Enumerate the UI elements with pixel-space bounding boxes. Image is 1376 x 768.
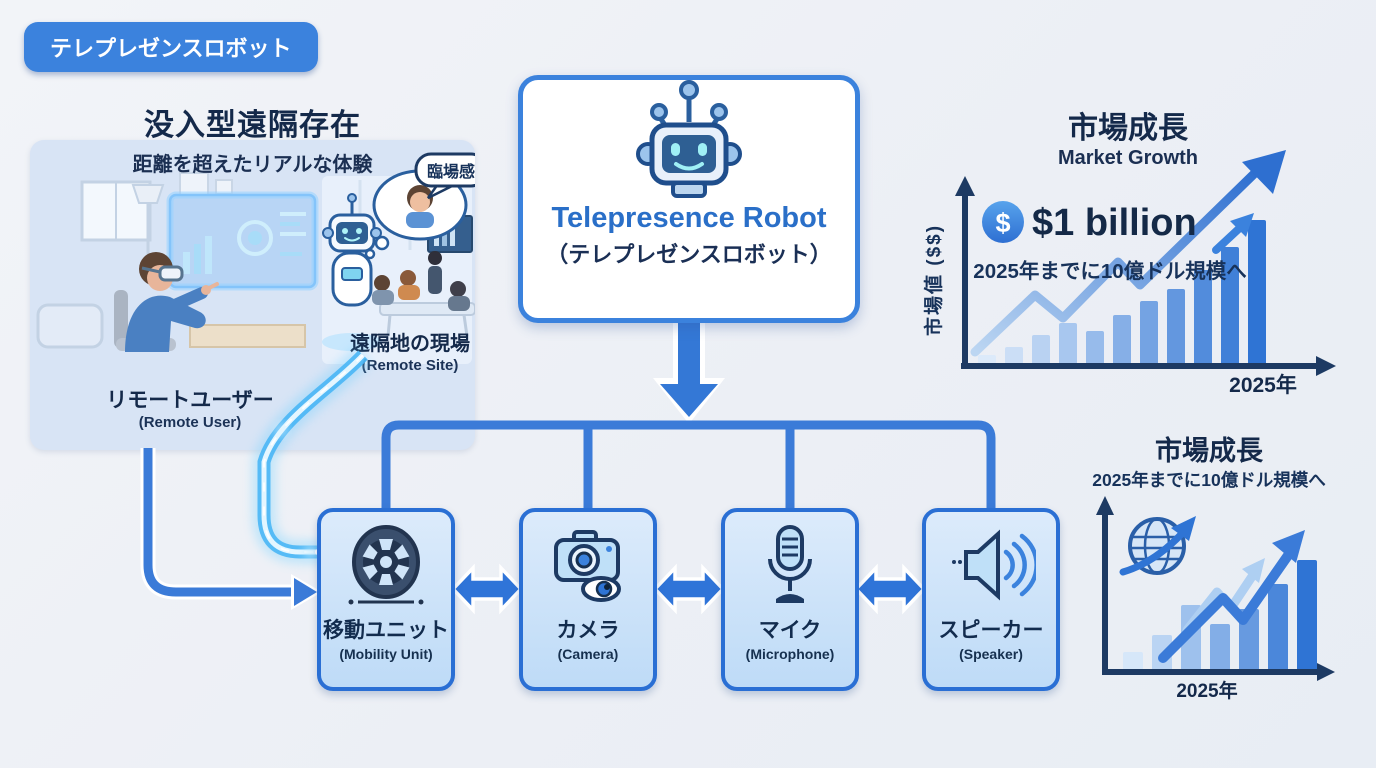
sofa-icon [36,303,104,349]
speech-bubble-text: 臨場感 [427,162,475,181]
bar [1210,624,1230,672]
bar [1194,270,1212,365]
living-room [36,172,306,349]
annotation-value: $1 billion [1032,202,1197,244]
bar [1297,560,1317,672]
chart-subtitle: 2025年までに10億ドル規模へ [1092,470,1326,490]
center-title-en: Telepresence Robot [551,202,827,234]
dollar-coin-icon [982,201,1024,243]
x-axis-label: 2025年 [1229,373,1297,397]
speaker-icon [946,518,1036,614]
microphone-icon [748,518,832,614]
market-growth-chart-bottom: 市場成長 2025年までに10億ドル規模へ 2025年 [1092,435,1335,702]
center-title-ja: （テレプレゼンスロボット） [546,242,832,267]
bar [1248,220,1266,365]
component-box-mobility: 移動ユニット (Mobility Unit) [317,508,455,691]
trend-arrow [970,150,1286,357]
remote-user-figure [114,252,219,352]
immersive-panel: 臨場感 距離を超えたリアルな体験 遠隔地の現場 (Remote Site) リモ… [30,140,475,450]
bar [1123,652,1143,672]
remote-site-label: 遠隔地の現場 (Remote Site) [350,333,470,374]
center-down-arrow [653,320,725,424]
bar [1086,331,1104,365]
growth-arrows [1119,516,1305,663]
immersive-section-title: 没入型遠隔存在 [144,109,361,142]
thought-bubble [364,169,468,260]
double-arrow-icon [450,563,524,615]
bar [1005,347,1023,365]
immersive-subtitle: 距離を超えたリアルな体験 [132,154,373,176]
bar [1140,301,1158,365]
svg-text:$: $ [995,208,1010,238]
camera-icon [546,518,630,614]
bar [1059,323,1077,365]
annotation-1-billion: $ $1 billion 2025年までに10億ドル規模へ [973,201,1254,283]
chart-title: 市場成長 [1155,435,1264,466]
axes [1096,496,1335,681]
bar [1221,247,1239,365]
x-axis-label: 2025年 [1176,679,1237,702]
component-box-speaker: スピーカー (Speaker) [922,508,1060,691]
wheel-icon [344,518,428,614]
component-bus-line [381,420,996,512]
y-axis-label: 市場値 ($$) [922,224,945,336]
title-badge: テレプレゼンスロボット [24,22,318,72]
axes [955,176,1336,376]
robot-icon [636,80,742,198]
component-box-microphone: マイク (Microphone) [721,508,859,691]
bar [1113,315,1131,365]
bar [1167,289,1185,365]
user-to-mobility-arrow [140,448,322,610]
telepresence-robot-box: Telepresence Robot （テレプレゼンスロボット） [518,75,860,323]
double-arrow-icon [853,563,927,615]
chart-title: 市場成長 [1068,111,1189,145]
holographic-screen [166,191,319,291]
immersive-illustration: 臨場感 [36,152,475,364]
market-growth-chart-top: 市場成長 Market Growth 市場値 ($$) $ $1 billion… [922,111,1336,397]
annotation-sub: 2025年までに10億ドル規模へ [973,259,1247,283]
bar-series [978,220,1266,365]
bar [1268,584,1288,672]
speech-bubble: 臨場感 [414,152,475,200]
bar [978,355,996,365]
chart-subtitle: Market Growth [1058,147,1198,169]
component-box-camera: カメラ (Camera) [519,508,657,691]
remote-user-label: リモートユーザー (Remote User) [106,389,274,432]
vr-headset-icon [158,265,184,282]
robot-figure [322,193,382,351]
bar [1032,335,1050,365]
bar-series [1123,560,1317,672]
double-arrow-icon [652,563,726,615]
tv-cabinet [189,324,306,348]
